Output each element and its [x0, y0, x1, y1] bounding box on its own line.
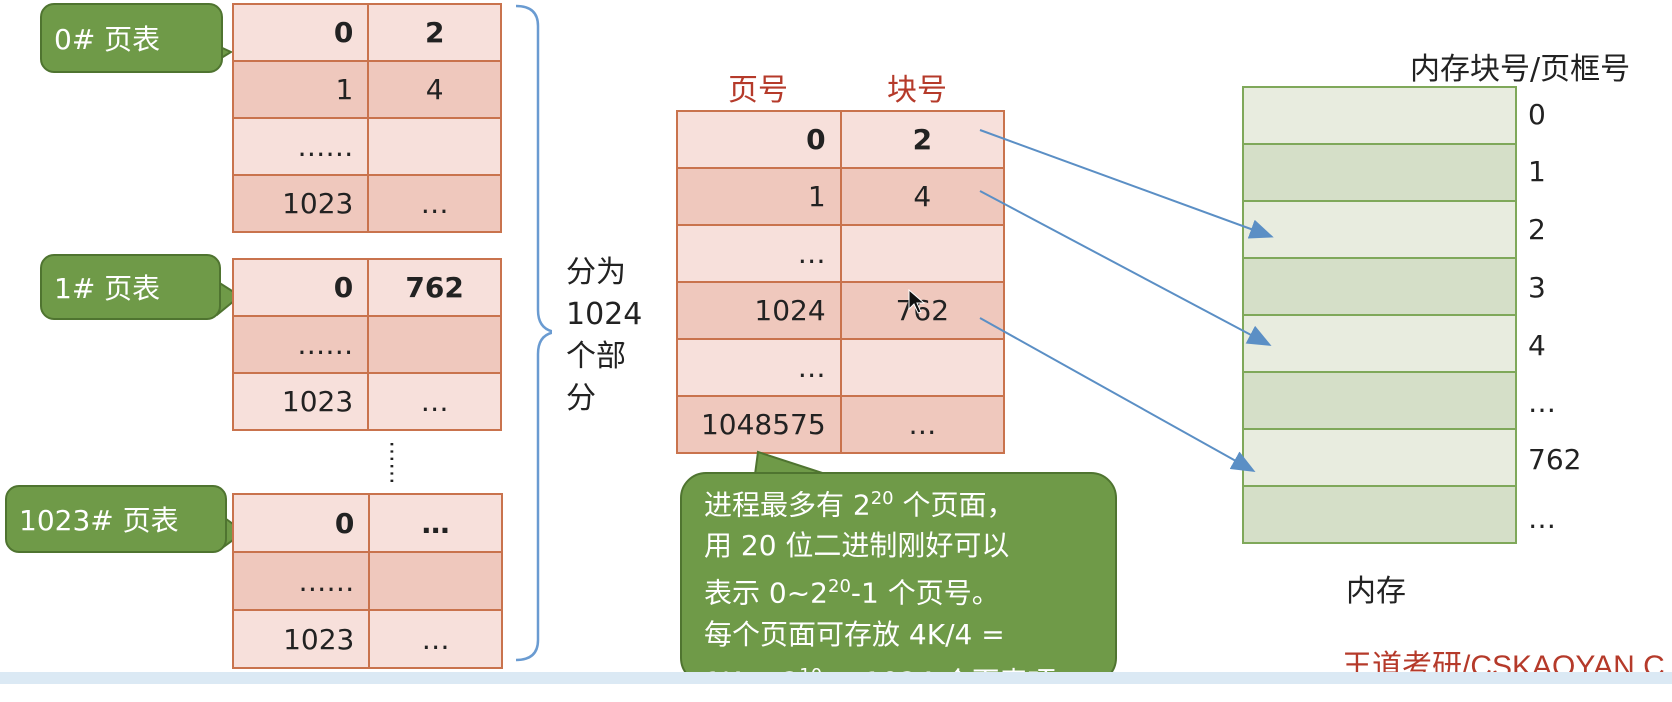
block-cell: 762: [839, 281, 1006, 340]
outer-page-table: 0 2 1 4 … 1024 762 … 1048575 …: [676, 110, 1006, 454]
memory-block-label: 762: [1528, 443, 1582, 476]
page-cell: …: [676, 224, 842, 283]
arrow-page1-to-block4: [979, 190, 1272, 346]
page-cell: 1023: [231, 372, 370, 431]
bottom-strip: [0, 672, 1672, 684]
page-cell: ……: [231, 551, 371, 611]
memory-block: [1242, 371, 1517, 430]
table-row: 1024 762: [676, 281, 1006, 340]
block-cell: [839, 224, 1006, 283]
block-cell: …: [367, 372, 502, 431]
memory-block-label: …: [1528, 502, 1556, 535]
block-cell: …: [839, 395, 1006, 454]
block-cell: …: [367, 174, 502, 233]
block-cell: 2: [839, 110, 1006, 169]
table-row: 1 4: [231, 60, 502, 119]
page-cell: 1023: [231, 174, 370, 233]
block-cell: …: [368, 493, 503, 553]
page-cell: 1: [231, 60, 370, 119]
curly-brace: [515, 4, 552, 662]
header-page-number: 页号: [728, 73, 788, 108]
memory-block-label: 4: [1528, 329, 1546, 362]
block-cell: [839, 338, 1006, 397]
page-cell: ……: [231, 315, 370, 374]
arrow-page1024-to-block762: [979, 317, 1256, 472]
memory-blocks: [1242, 86, 1517, 544]
memory-block: [1242, 314, 1517, 373]
block-cell: [368, 551, 503, 611]
block-cell: [367, 117, 502, 176]
page-cell: 1024: [676, 281, 842, 340]
block-cell: 4: [839, 167, 1006, 226]
mapping-arrows: [979, 129, 1274, 472]
table-row: 0 2: [676, 110, 1006, 169]
memory-block: [1242, 200, 1517, 259]
table-row: ……: [231, 551, 503, 611]
page-cell: 0: [231, 258, 370, 317]
page-table-0-label: 0# 页表: [40, 3, 223, 73]
table-row: 0 …: [231, 493, 503, 553]
table-row: ……: [231, 117, 502, 176]
memory-block-label: 1: [1528, 155, 1546, 188]
page-cell: 1: [676, 167, 842, 226]
memory-block: [1242, 143, 1517, 202]
brace-text: 分为 1024 个部 分: [566, 255, 643, 416]
page-cell: 0: [231, 493, 371, 553]
memory-block: [1242, 428, 1517, 487]
page-cell: 0: [231, 3, 370, 62]
block-cell: …: [368, 609, 503, 669]
memory-block: [1242, 257, 1517, 316]
page-table-1-grid: 0 762 …… 1023 …: [231, 258, 502, 431]
memory-caption: 内存: [1346, 574, 1406, 609]
table-row: 1023 …: [231, 174, 502, 233]
block-cell: [367, 315, 502, 374]
table-row: 0 2: [231, 3, 502, 62]
table-row: 1048575 …: [676, 395, 1006, 454]
table-row: 0 762: [231, 258, 502, 317]
memory-block: [1242, 86, 1517, 145]
page-cell: …: [676, 338, 842, 397]
memory-title: 内存块号/页框号: [1410, 52, 1631, 87]
page-table-0-grid: 0 2 1 4 …… 1023 …: [231, 3, 502, 233]
page-cell: ……: [231, 117, 370, 176]
table-row: 1023 …: [231, 609, 503, 669]
page-table-1-label: 1# 页表: [40, 254, 221, 320]
page-cell: 1048575: [676, 395, 842, 454]
memory-block-label: 3: [1528, 271, 1546, 304]
table-row: …: [676, 338, 1006, 397]
memory-block: [1242, 485, 1517, 544]
block-cell: 4: [367, 60, 502, 119]
block-cell: 762: [367, 258, 502, 317]
mouse-cursor-icon: [908, 289, 926, 314]
memory-block-label: …: [1528, 386, 1556, 419]
arrow-page0-to-block2: [979, 129, 1274, 239]
block-cell: 2: [367, 3, 502, 62]
note-callout: 进程最多有 220 个页面， 用 20 位二进制刚好可以 表示 0~220-1 …: [680, 472, 1117, 698]
memory-block-label: 0: [1528, 98, 1546, 131]
table-row: 1 4: [676, 167, 1006, 226]
page-table-1023-label: 1023# 页表: [5, 485, 227, 553]
page-cell: 1023: [231, 609, 371, 669]
table-row: ……: [231, 315, 502, 374]
memory-block-label: 2: [1528, 213, 1546, 246]
header-block-number: 块号: [887, 73, 947, 108]
page-table-1023-grid: 0 … …… 1023 …: [231, 493, 503, 669]
page-cell: 0: [676, 110, 842, 169]
table-row: 1023 …: [231, 372, 502, 431]
table-row: …: [676, 224, 1006, 283]
